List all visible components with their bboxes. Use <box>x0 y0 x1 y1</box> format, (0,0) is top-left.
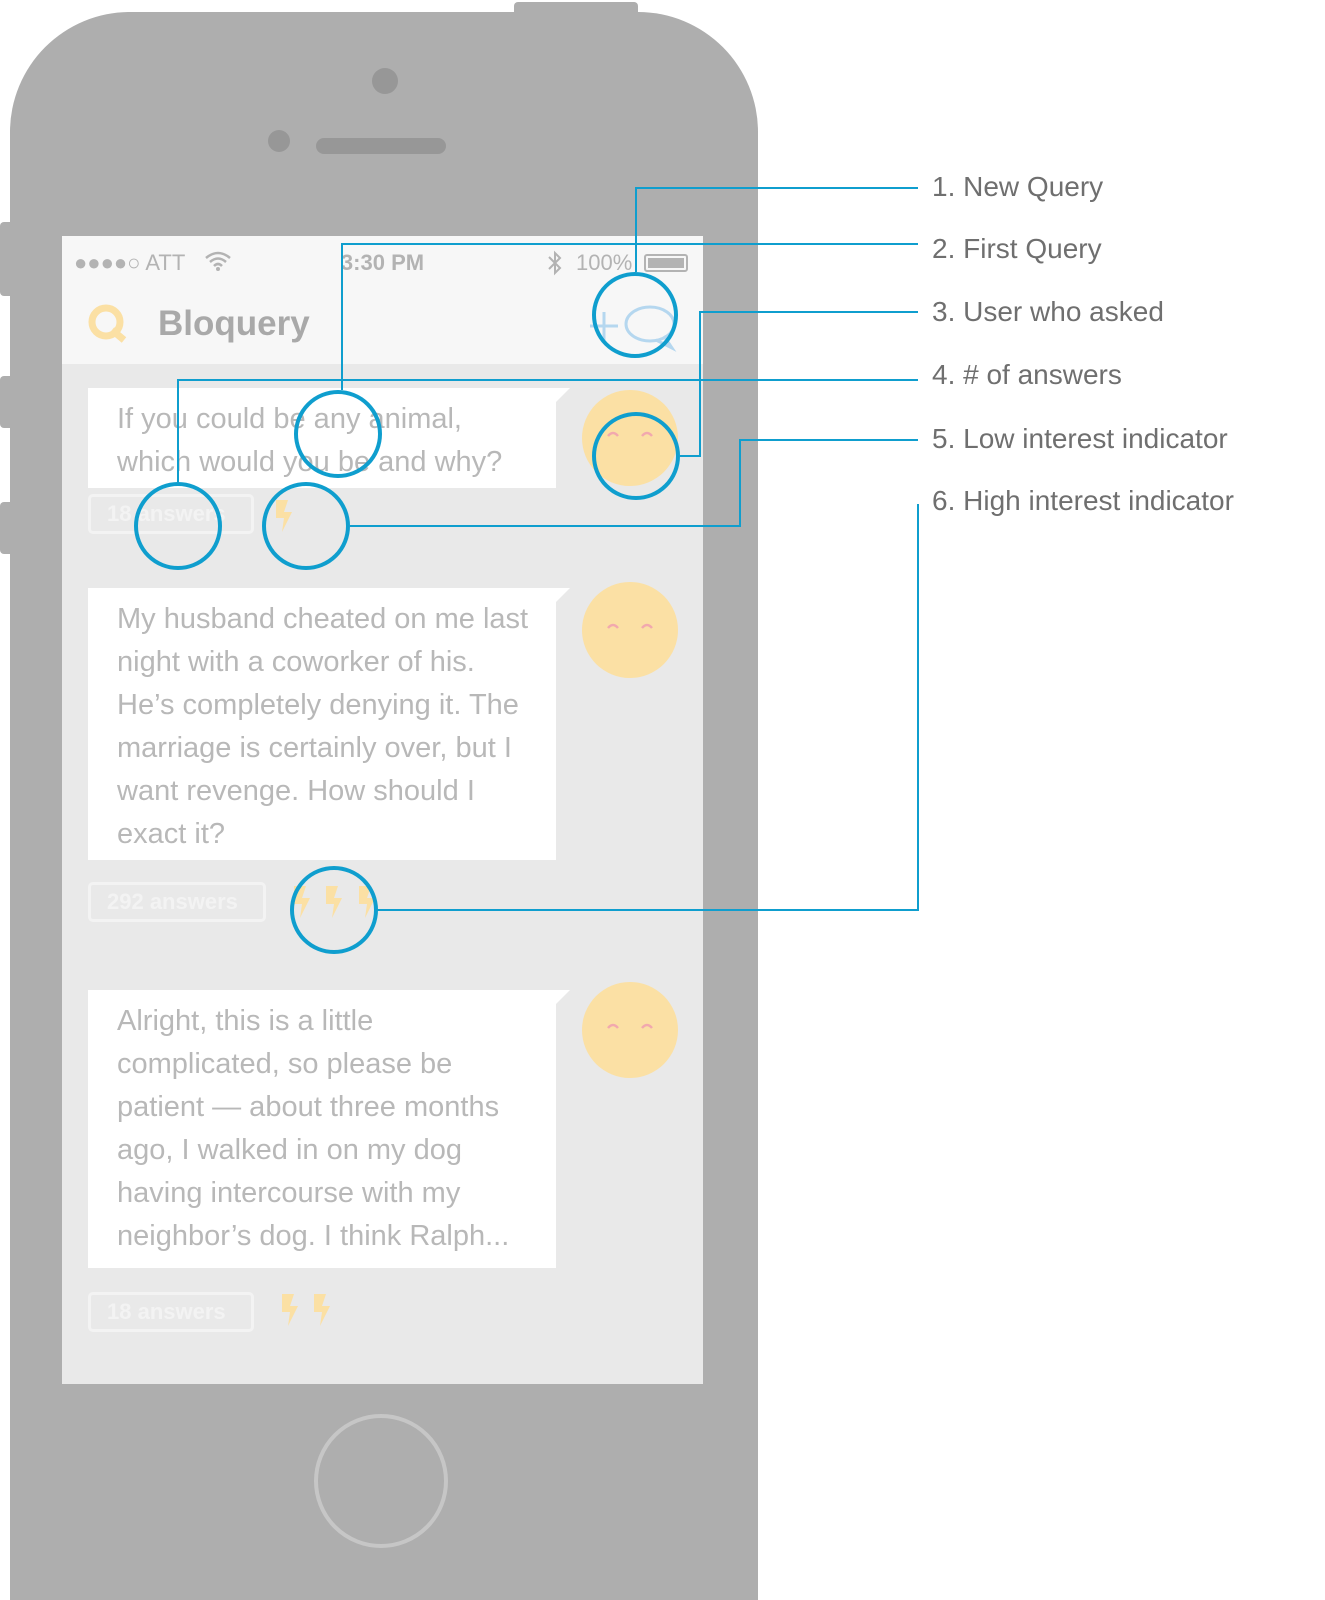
user-face-icon[interactable] <box>582 582 678 678</box>
callout-user-who-asked <box>592 412 680 500</box>
annotation-label: 3. User who asked <box>932 296 1164 327</box>
status-time: 3:30 PM <box>340 250 425 275</box>
annotation-label: 5. Low interest indicator <box>932 423 1228 454</box>
interest-indicator <box>278 1292 338 1332</box>
callout-answers-count <box>134 482 222 570</box>
status-bar: ●●●●○ ATT 3:30 PM 100% <box>62 236 703 292</box>
annotation-label: 4. # of answers <box>932 359 1122 390</box>
bolt-icon <box>282 1294 298 1326</box>
app-screen: ●●●●○ ATT 3:30 PM 100% Bloquery If you c… <box>62 236 703 1384</box>
q-logo-icon <box>88 304 127 343</box>
bolt-icon <box>314 1294 331 1326</box>
home-button[interactable] <box>314 1414 448 1548</box>
annotation-label: 2. First Query <box>932 233 1102 264</box>
answers-count-button[interactable]: 292 answers <box>88 882 266 922</box>
answers-count-button[interactable]: 18 answers <box>88 1292 254 1332</box>
carrier-label: ●●●●○ ATT <box>74 250 186 275</box>
callout-high-interest <box>290 866 378 954</box>
query-card[interactable]: Alright, this is a little complicated, s… <box>88 990 570 1268</box>
wifi-icon <box>205 251 231 271</box>
user-face-icon[interactable] <box>582 982 678 1078</box>
app-title: Bloquery <box>158 304 310 343</box>
annotation-label: 1. New Query <box>932 171 1104 202</box>
battery-icon <box>644 254 688 272</box>
query-text: Alright, this is a little complicated, s… <box>117 1005 510 1252</box>
front-camera <box>372 68 398 94</box>
battery-percent: 100% <box>576 250 633 275</box>
query-card[interactable]: My husband cheated on me last night with… <box>88 588 570 860</box>
proximity-sensor <box>268 130 290 152</box>
query-text: My husband cheated on me last night with… <box>117 603 529 850</box>
earpiece-speaker <box>316 138 446 154</box>
callout-new-query <box>592 272 678 358</box>
callout-low-interest <box>262 482 350 570</box>
callout-first-query <box>294 390 382 478</box>
annotation-label: 6. High interest indicator <box>932 485 1234 516</box>
bluetooth-icon <box>548 250 562 276</box>
